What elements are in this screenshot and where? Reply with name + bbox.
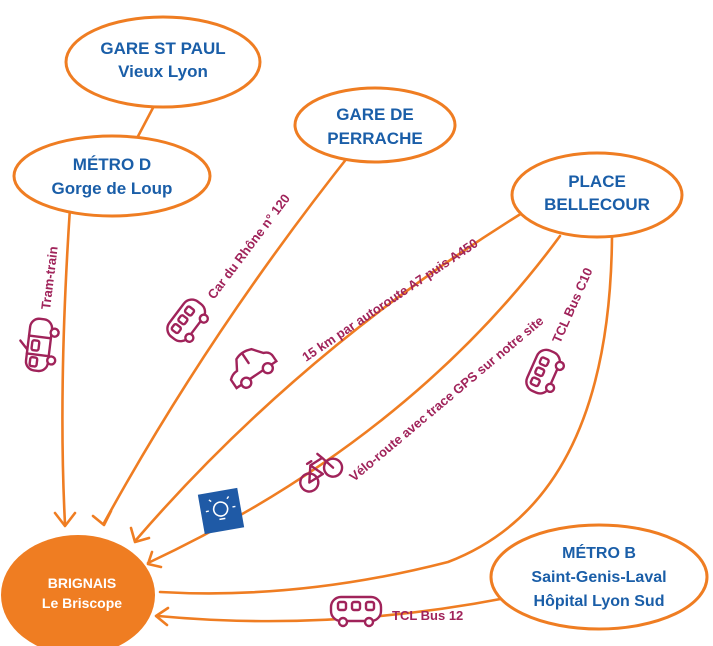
route-label-autoroute: 15 km par autoroute A7 puis A450 [299,235,480,364]
node-place-bellecour [510,151,684,239]
arrowhead [91,509,113,527]
node-place-bellecour-subtitle: BELLECOUR [544,195,650,214]
node-brignais-subtitle: Le Briscope [42,595,122,611]
node-metro-d [12,134,212,218]
node-place-bellecour-title: PLACE [568,172,626,191]
car-icon [229,347,279,390]
bicycle-icon [299,452,344,493]
node-metro-b-subtitle: Saint-Genis-Laval [531,569,666,586]
arrowhead [154,606,170,627]
route-label-tram-train: Tram-train [38,245,61,310]
edge-tram-train [61,206,72,526]
route-label-tcl-12: TCL Bus 12 [392,608,463,623]
tram-icon [19,317,60,373]
node-metro-b-title: MÉTRO B [562,543,636,562]
node-brignais-title: BRIGNAIS [48,575,116,591]
node-gare-st-paul-title: GARE ST PAUL [100,39,225,58]
node-gare-perrache-subtitle: PERRACHE [327,129,422,148]
node-metro-d-title: MÉTRO D [73,155,151,174]
edge-autoroute [134,208,529,542]
bus-icon [166,298,210,344]
node-gare-st-paul-subtitle: Vieux Lyon [118,62,208,81]
bus-icon [525,348,566,395]
bus-icon [329,595,383,628]
node-metro-d-subtitle: Gorge de Loup [52,179,173,198]
arrowhead [53,511,77,528]
node-metro-b [489,523,709,631]
route-label-velo: Vélo-route avec trace GPS sur notre site [346,313,546,484]
node-brignais [1,535,155,646]
edge-tcl-12 [156,596,508,623]
connector-stpaul-metrod [133,102,157,144]
arrowhead [146,550,163,569]
node-metro-b-line3: Hôpital Lyon Sud [534,593,665,610]
lightbulb-icon [197,487,245,535]
arrowhead [129,526,151,544]
node-gare-perrache-title: GARE DE [336,105,413,124]
route-label-tcl-c10: TCL Bus C10 [549,265,596,345]
edge-car-rhone [102,146,357,525]
node-gare-st-paul [64,15,262,109]
node-gare-perrache [293,86,457,164]
edge-tcl-c10 [158,234,614,595]
